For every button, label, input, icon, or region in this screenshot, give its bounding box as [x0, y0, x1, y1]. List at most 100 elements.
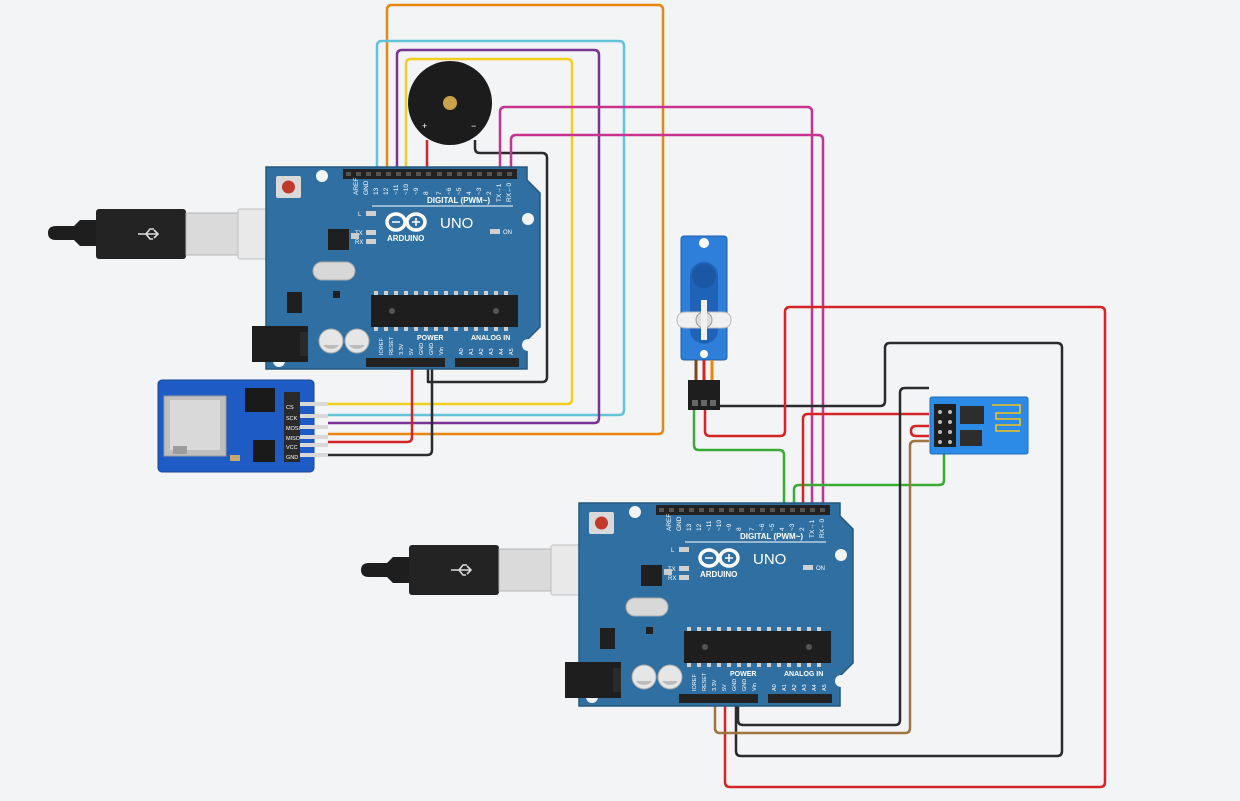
reset-button[interactable] [595, 516, 608, 530]
servo-icon[interactable] [676, 235, 732, 410]
on-label: ON [816, 566, 825, 572]
analog-label: ANALOG IN [784, 671, 823, 678]
wires [328, 3, 1107, 789]
pin-label: ~6 [446, 187, 453, 195]
digital-label: DIGITAL (PWM~) [427, 196, 490, 205]
led-label-l: L [358, 212, 362, 218]
wire-orange-sck[interactable] [328, 3, 665, 436]
wire-green-servo[interactable] [692, 408, 786, 509]
pin-label: A3 [802, 684, 808, 691]
pin-label: TX→1 [809, 519, 816, 538]
pin-label: 8 [423, 191, 430, 195]
pin-label-gnd: GND [676, 516, 683, 531]
pin-label: ~5 [769, 523, 776, 531]
pin-label: 8 [736, 527, 743, 531]
wire-red-esp[interactable] [801, 412, 929, 509]
pin-label: ~10 [403, 184, 410, 195]
pin-label: ~11 [706, 520, 713, 531]
sd-card-icon [163, 395, 227, 457]
pin-label: 12 [383, 187, 390, 195]
led-label-rx: RX [355, 240, 363, 246]
wire-magenta-rx[interactable] [509, 133, 825, 509]
pin-label: IOREF [692, 674, 698, 691]
wire-cyan-miso[interactable] [328, 39, 626, 417]
wire-black-esp-gnd[interactable] [736, 386, 929, 727]
pin-label: A2 [792, 684, 798, 691]
model-label: UNO [753, 551, 786, 568]
wire-black-servo[interactable] [718, 341, 1064, 758]
model-label: UNO [440, 215, 473, 232]
led-label-rx: RX [668, 576, 676, 582]
analog-label: ANALOG IN [471, 335, 510, 342]
pin-label: A0 [459, 348, 465, 355]
arduino-logo-icon [698, 548, 740, 568]
pin-label-aref: AREF [666, 514, 673, 531]
arduino-uno-top[interactable]: AREF GND 13 12 ~11 ~10 ~9 8 7 ~6 ~5 4 ~3… [48, 166, 541, 370]
power-jack [252, 326, 308, 362]
pin-label: ~10 [716, 520, 723, 531]
wire-black-buzzer[interactable] [426, 140, 549, 384]
wire-red-esp-vcc[interactable] [909, 424, 929, 438]
buzzer-icon[interactable]: + − [408, 61, 492, 145]
pin-label: RESET [702, 672, 708, 691]
pin-label: A4 [499, 348, 505, 355]
pin-label: 5V [409, 348, 415, 355]
pin-label: 2 [486, 191, 493, 195]
wire-purple-mosi[interactable] [328, 48, 601, 425]
pin-label: ~5 [456, 187, 463, 195]
pin-label: 7 [749, 527, 756, 531]
pin-label: TX→1 [496, 183, 503, 202]
pin-label: RX←0 [506, 182, 513, 202]
wire-yellow-cs[interactable] [328, 57, 574, 406]
pin-label: Vin [439, 347, 445, 355]
power-label: POWER [417, 335, 443, 342]
esp8266-icon[interactable] [929, 396, 1029, 455]
wire-brown-esp-ch[interactable] [713, 439, 929, 735]
sd-card-module[interactable]: CS SCK MOSI MISO VCC GND [157, 379, 328, 473]
sd-pin-label: MISO [286, 436, 301, 442]
pin-label: ~3 [476, 187, 483, 195]
pin-label: ~9 [726, 523, 733, 531]
pin-label: GND [429, 343, 435, 355]
sd-pin-label: CS [286, 405, 294, 411]
wire-black-sd-gnd[interactable] [328, 360, 434, 457]
sd-pin-label: GND [286, 455, 298, 461]
wire-green-esp[interactable] [792, 426, 946, 509]
pin-label: 13 [686, 523, 693, 531]
pin-label: A1 [782, 684, 788, 691]
pin-label: RX←0 [819, 518, 826, 538]
wire-magenta-tx[interactable] [498, 105, 814, 509]
wire-red-servo[interactable] [703, 305, 1107, 789]
brand-label: ARDUINO [700, 570, 737, 579]
sd-pin-label: MOSI [286, 426, 301, 432]
pin-label: ~3 [789, 523, 796, 531]
pin-label: 5V [722, 684, 728, 691]
pin-label: IOREF [379, 338, 385, 355]
pin-label: ~9 [413, 187, 420, 195]
pin-label-aref: AREF [353, 178, 360, 195]
pin-label-gnd: GND [363, 180, 370, 195]
pin-label: GND [732, 679, 738, 691]
arduino-uno-bottom[interactable]: AREF GND 13 12 ~11 ~10 ~9 8 7 ~6 ~5 4 ~3… [361, 502, 854, 707]
pin-label: 13 [373, 187, 380, 195]
pin-label: ~6 [759, 523, 766, 531]
wire-red-sd-vcc[interactable] [328, 360, 414, 444]
pin-label: A3 [489, 348, 495, 355]
pin-label: 4 [466, 191, 473, 195]
pin-label: A1 [469, 348, 475, 355]
pin-label: RESET [389, 336, 395, 355]
reset-button[interactable] [282, 180, 295, 194]
pin-label: 4 [779, 527, 786, 531]
pin-label: 7 [436, 191, 443, 195]
pin-label: A2 [479, 348, 485, 355]
pin-label: A5 [822, 684, 828, 691]
on-label: ON [503, 230, 512, 236]
buzzer-minus-label: − [471, 121, 476, 131]
arduino-logo-icon [385, 212, 427, 232]
power-label: POWER [730, 671, 756, 678]
digital-label: DIGITAL (PWM~) [740, 532, 803, 541]
pin-label: ~11 [393, 184, 400, 195]
sd-pin-label: SCK [286, 416, 298, 422]
pin-label: 3.3V [712, 679, 718, 691]
